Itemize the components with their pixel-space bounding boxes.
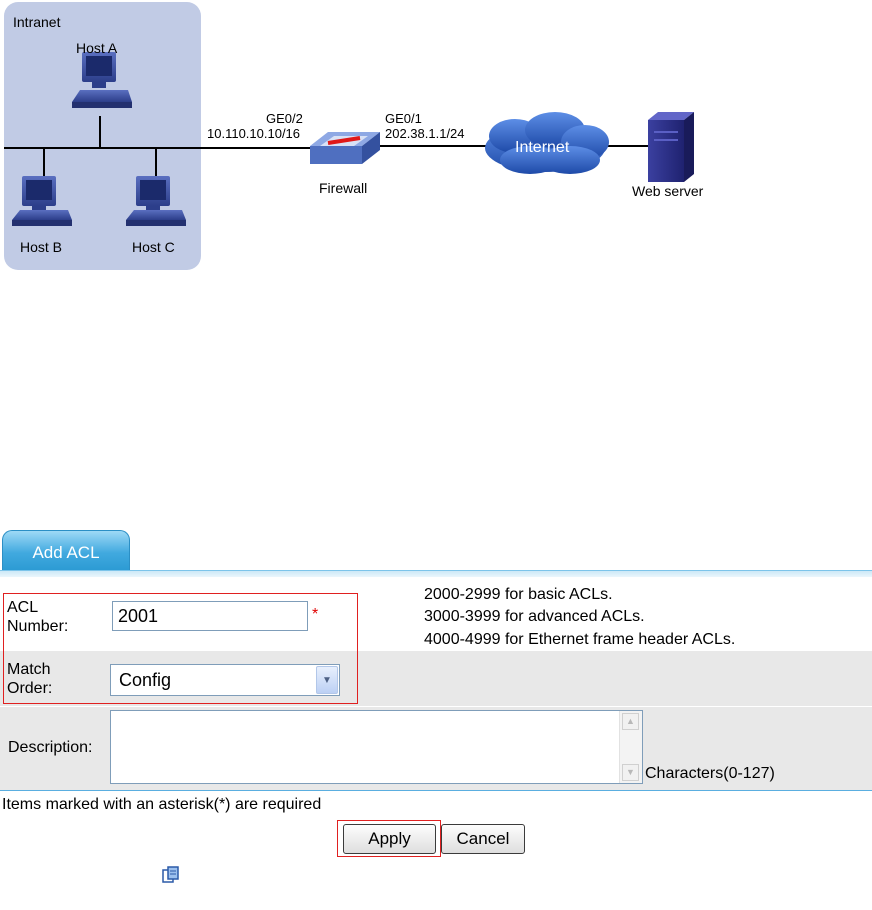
cancel-button[interactable]: Cancel [441, 824, 525, 854]
host-c-pc-icon [126, 176, 186, 226]
match-order-select[interactable]: Config ▼ [110, 664, 340, 696]
ge02-label: GE0/2 [266, 111, 303, 126]
ge01-label: GE0/1 [385, 111, 422, 126]
scroll-up-icon[interactable]: ▲ [622, 713, 639, 730]
ge02-ip: 10.110.10.10/16 [207, 126, 300, 141]
description-label: Description: [8, 739, 93, 756]
intranet-label: Intranet [13, 14, 61, 30]
web-server-label: Web server [632, 183, 704, 199]
form-bottom-divider [0, 790, 872, 791]
description-scrollbar[interactable]: ▲ ▼ [619, 711, 642, 783]
internet-label: Internet [515, 139, 570, 156]
match-order-value: Config [119, 670, 172, 690]
required-note: Items marked with an asterisk(*) are req… [2, 796, 322, 813]
host-b-label: Host B [20, 239, 62, 255]
host-c-label: Host C [132, 239, 175, 255]
tab-underline [0, 570, 872, 577]
hint-advanced-acl: 3000-3999 for advanced ACLs. [424, 608, 645, 625]
match-order-label: Match Order: [7, 661, 53, 697]
host-a-pc-icon [72, 52, 132, 108]
description-textarea[interactable]: ▲ ▼ [110, 710, 643, 784]
highlight-box-apply [337, 820, 441, 857]
acl-number-label: ACL Number: [7, 599, 69, 635]
web-server-icon [648, 112, 694, 182]
ge01-ip: 202.38.1.1/24 [385, 126, 465, 141]
highlight-box-acl-fields [3, 593, 358, 704]
firewall-label: Firewall [319, 180, 367, 196]
characters-hint: Characters(0-127) [645, 765, 775, 782]
network-diagram: Intranet Host A Host B Host C GE0/2 10.1… [4, 2, 704, 270]
firewall-icon [310, 132, 380, 164]
hint-ethernet-acl: 4000-4999 for Ethernet frame header ACLs… [424, 631, 736, 648]
acl-number-input[interactable] [112, 601, 308, 631]
tab-add-acl[interactable]: Add ACL [2, 530, 130, 571]
hint-basic-acl: 2000-2999 for basic ACLs. [424, 586, 613, 603]
apply-button[interactable]: Apply [343, 824, 436, 854]
host-a-label: Host A [76, 40, 118, 56]
scroll-down-icon[interactable]: ▼ [622, 764, 639, 781]
internet-cloud-icon [485, 112, 609, 174]
required-asterisk: * [312, 606, 319, 623]
copy-icon[interactable] [162, 866, 180, 884]
chevron-down-icon[interactable]: ▼ [316, 666, 338, 694]
host-b-pc-icon [12, 176, 72, 226]
